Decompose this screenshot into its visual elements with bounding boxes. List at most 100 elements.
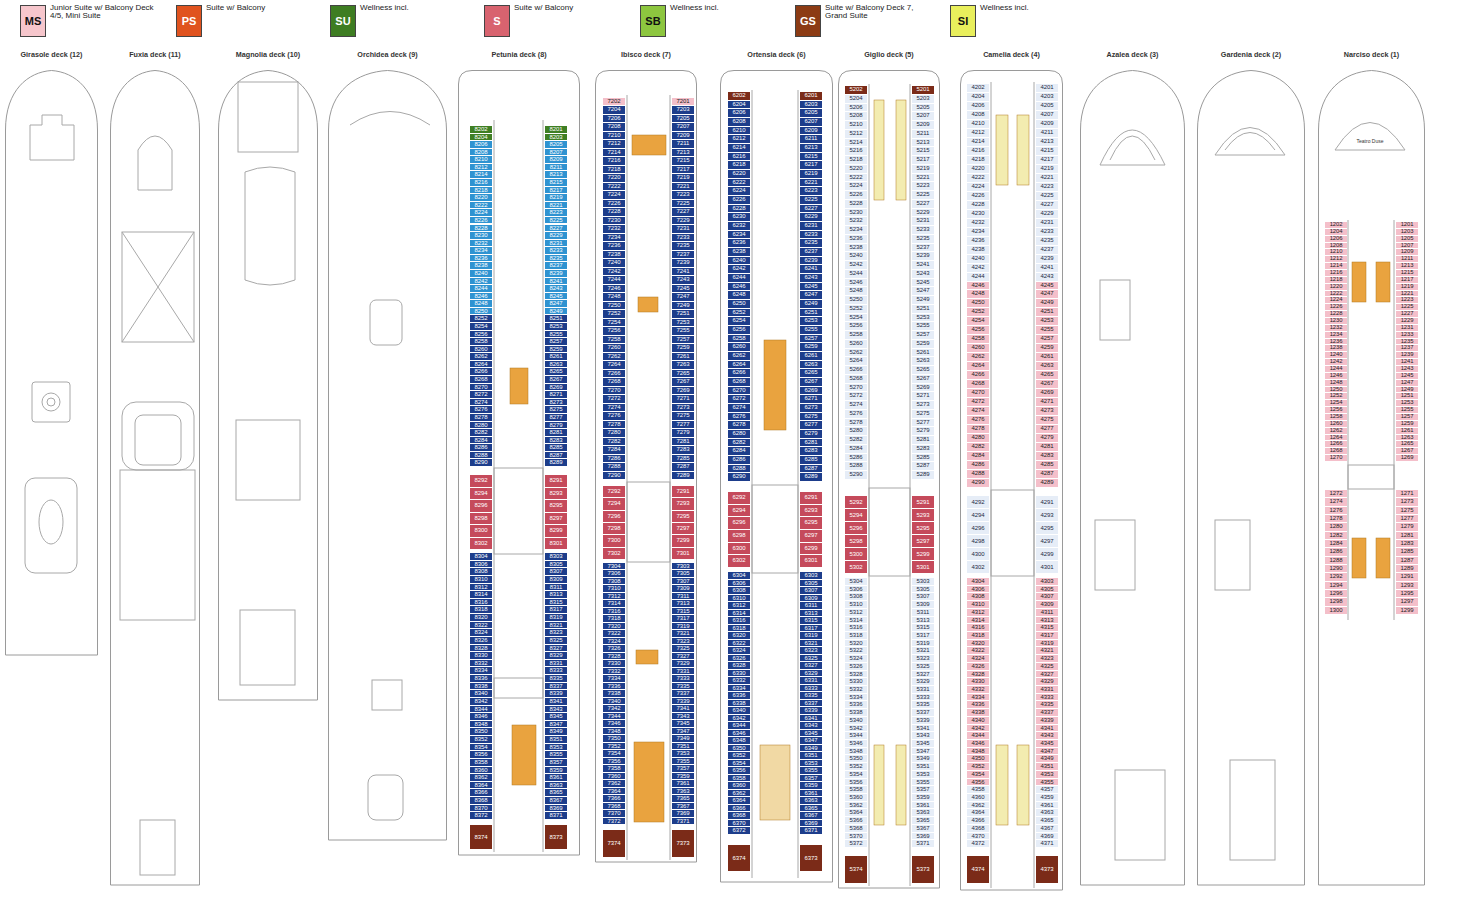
cabin-number: 6314 [728,610,750,617]
cabin-number: 6303 [800,572,822,579]
cabin-number: 4242 [967,264,989,272]
cabin-number: 6341 [800,715,822,722]
cabin-number: 1227 [1396,311,1418,317]
cabin-number: 4205 [1036,102,1058,110]
cabin-number: 4361 [1036,802,1058,809]
cabin-number: 7271 [672,395,694,402]
cabin-number: 5339 [912,717,934,724]
cabin-number: 6326 [728,655,750,662]
cabin-number: 5317 [912,632,934,639]
cabin-number: 8317 [545,606,567,613]
corridor-line [670,95,671,860]
cabin-number: 6372 [728,827,750,834]
cabin-number: 1279 [1396,523,1418,530]
hull-outline [1198,71,1305,886]
cabin-number: 6251 [800,309,822,317]
cabin-number: 7204 [603,106,625,113]
cabin-number: 5228 [845,200,867,208]
cabin-number: 5304 [845,578,867,585]
cabin-number: 4350 [967,755,989,762]
cabin-number: 6298 [728,530,750,542]
cabin-number: 1288 [1325,557,1347,564]
cabin-number: 4238 [967,246,989,254]
cabin-number: 8351 [545,736,567,743]
cabin-number: 4283 [1036,452,1058,460]
cabin-number: 4326 [967,663,989,670]
cabin-number: 4272 [967,398,989,406]
cabin-number: 8218 [470,187,492,194]
cabin-number: 4209 [1036,120,1058,128]
hull-outline [721,71,833,883]
cabin-number: 5348 [845,748,867,755]
cabin-number: 6312 [728,602,750,609]
cabin-number: 6278 [728,421,750,429]
deck-structure [1230,760,1275,860]
cabin-number: 8235 [545,255,567,262]
cabin-number: 8312 [470,584,492,591]
cabin-number: 5327 [912,671,934,678]
cabin-number: 5280 [845,427,867,435]
cabin-number: 4218 [967,156,989,164]
cabin-number: 5337 [912,709,934,716]
cabin-number: 5320 [845,640,867,647]
cabin-number: 8234 [470,247,492,254]
cabin-number: 6354 [728,760,750,767]
cabin-number: 1268 [1325,448,1347,454]
cabin-number: 6203 [800,101,822,109]
cabin-number: 5206 [845,104,867,112]
deck-structure [135,415,181,465]
cabin-number: 5237 [912,244,934,252]
cabin-number: 5347 [912,748,934,755]
hull-outline [329,71,447,841]
suite-block [874,745,884,825]
cabin-number: 5209 [912,121,934,129]
cabin-number: 7360 [603,773,625,779]
cabin-number: 4294 [967,509,989,521]
cabin-number: 6209 [800,127,822,135]
cabin-number: 7228 [603,208,625,215]
cabin-number: 6211 [800,135,822,143]
cabin-number: 7350 [603,735,625,741]
cabin-number: 8291 [545,475,567,487]
hull-outline [961,71,1063,891]
cabin-number: 8295 [545,500,567,512]
legend-text: Wellness incl. [670,4,780,12]
cabin-number: 8336 [470,675,492,682]
cabin-number: 8229 [545,232,567,239]
cabin-number: 4224 [967,183,989,191]
cabin-number: 6228 [728,205,750,213]
cabin-number: 1210 [1325,249,1347,255]
cabin-number: 7244 [603,276,625,283]
cabin-number: 8278 [470,414,492,421]
hull-outline [1319,71,1425,886]
cabin-number: 5355 [912,779,934,786]
deck-structure [138,136,172,190]
cabin-number: 6266 [728,369,750,377]
cabin-number: 1242 [1325,359,1347,365]
cabin-number: 7255 [672,327,694,334]
cabin-number: 6243 [800,274,822,282]
cabin-number: 8213 [545,171,567,178]
deck-name: Ibisco deck (7) [595,50,697,59]
cabin-number: 7275 [672,412,694,419]
cabin-number: 4291 [1036,496,1058,508]
cabin-number: 1284 [1325,540,1347,547]
cabin-number: 4230 [967,210,989,218]
cabin-number: 4222 [967,174,989,182]
cabin-number: 8251 [545,315,567,322]
cabin-number: 6351 [800,752,822,759]
deck-name: Orchidea deck (9) [328,50,447,59]
cabin-number: 4303 [1036,578,1058,585]
cabin-number: 4366 [967,817,989,824]
cabin-number: 6329 [800,670,822,677]
cabin-number: 8322 [470,622,492,629]
cabin-number: 7264 [603,361,625,368]
cabin-number: 5316 [845,624,867,631]
cabin-number: 4267 [1036,380,1058,388]
cabin-number: 7252 [603,310,625,317]
cabin-number: 6227 [800,205,822,213]
suite-block [896,100,906,200]
cabin-number: 4302 [967,561,989,573]
cabin-number: 8205 [545,141,567,148]
suite-block [896,745,906,825]
